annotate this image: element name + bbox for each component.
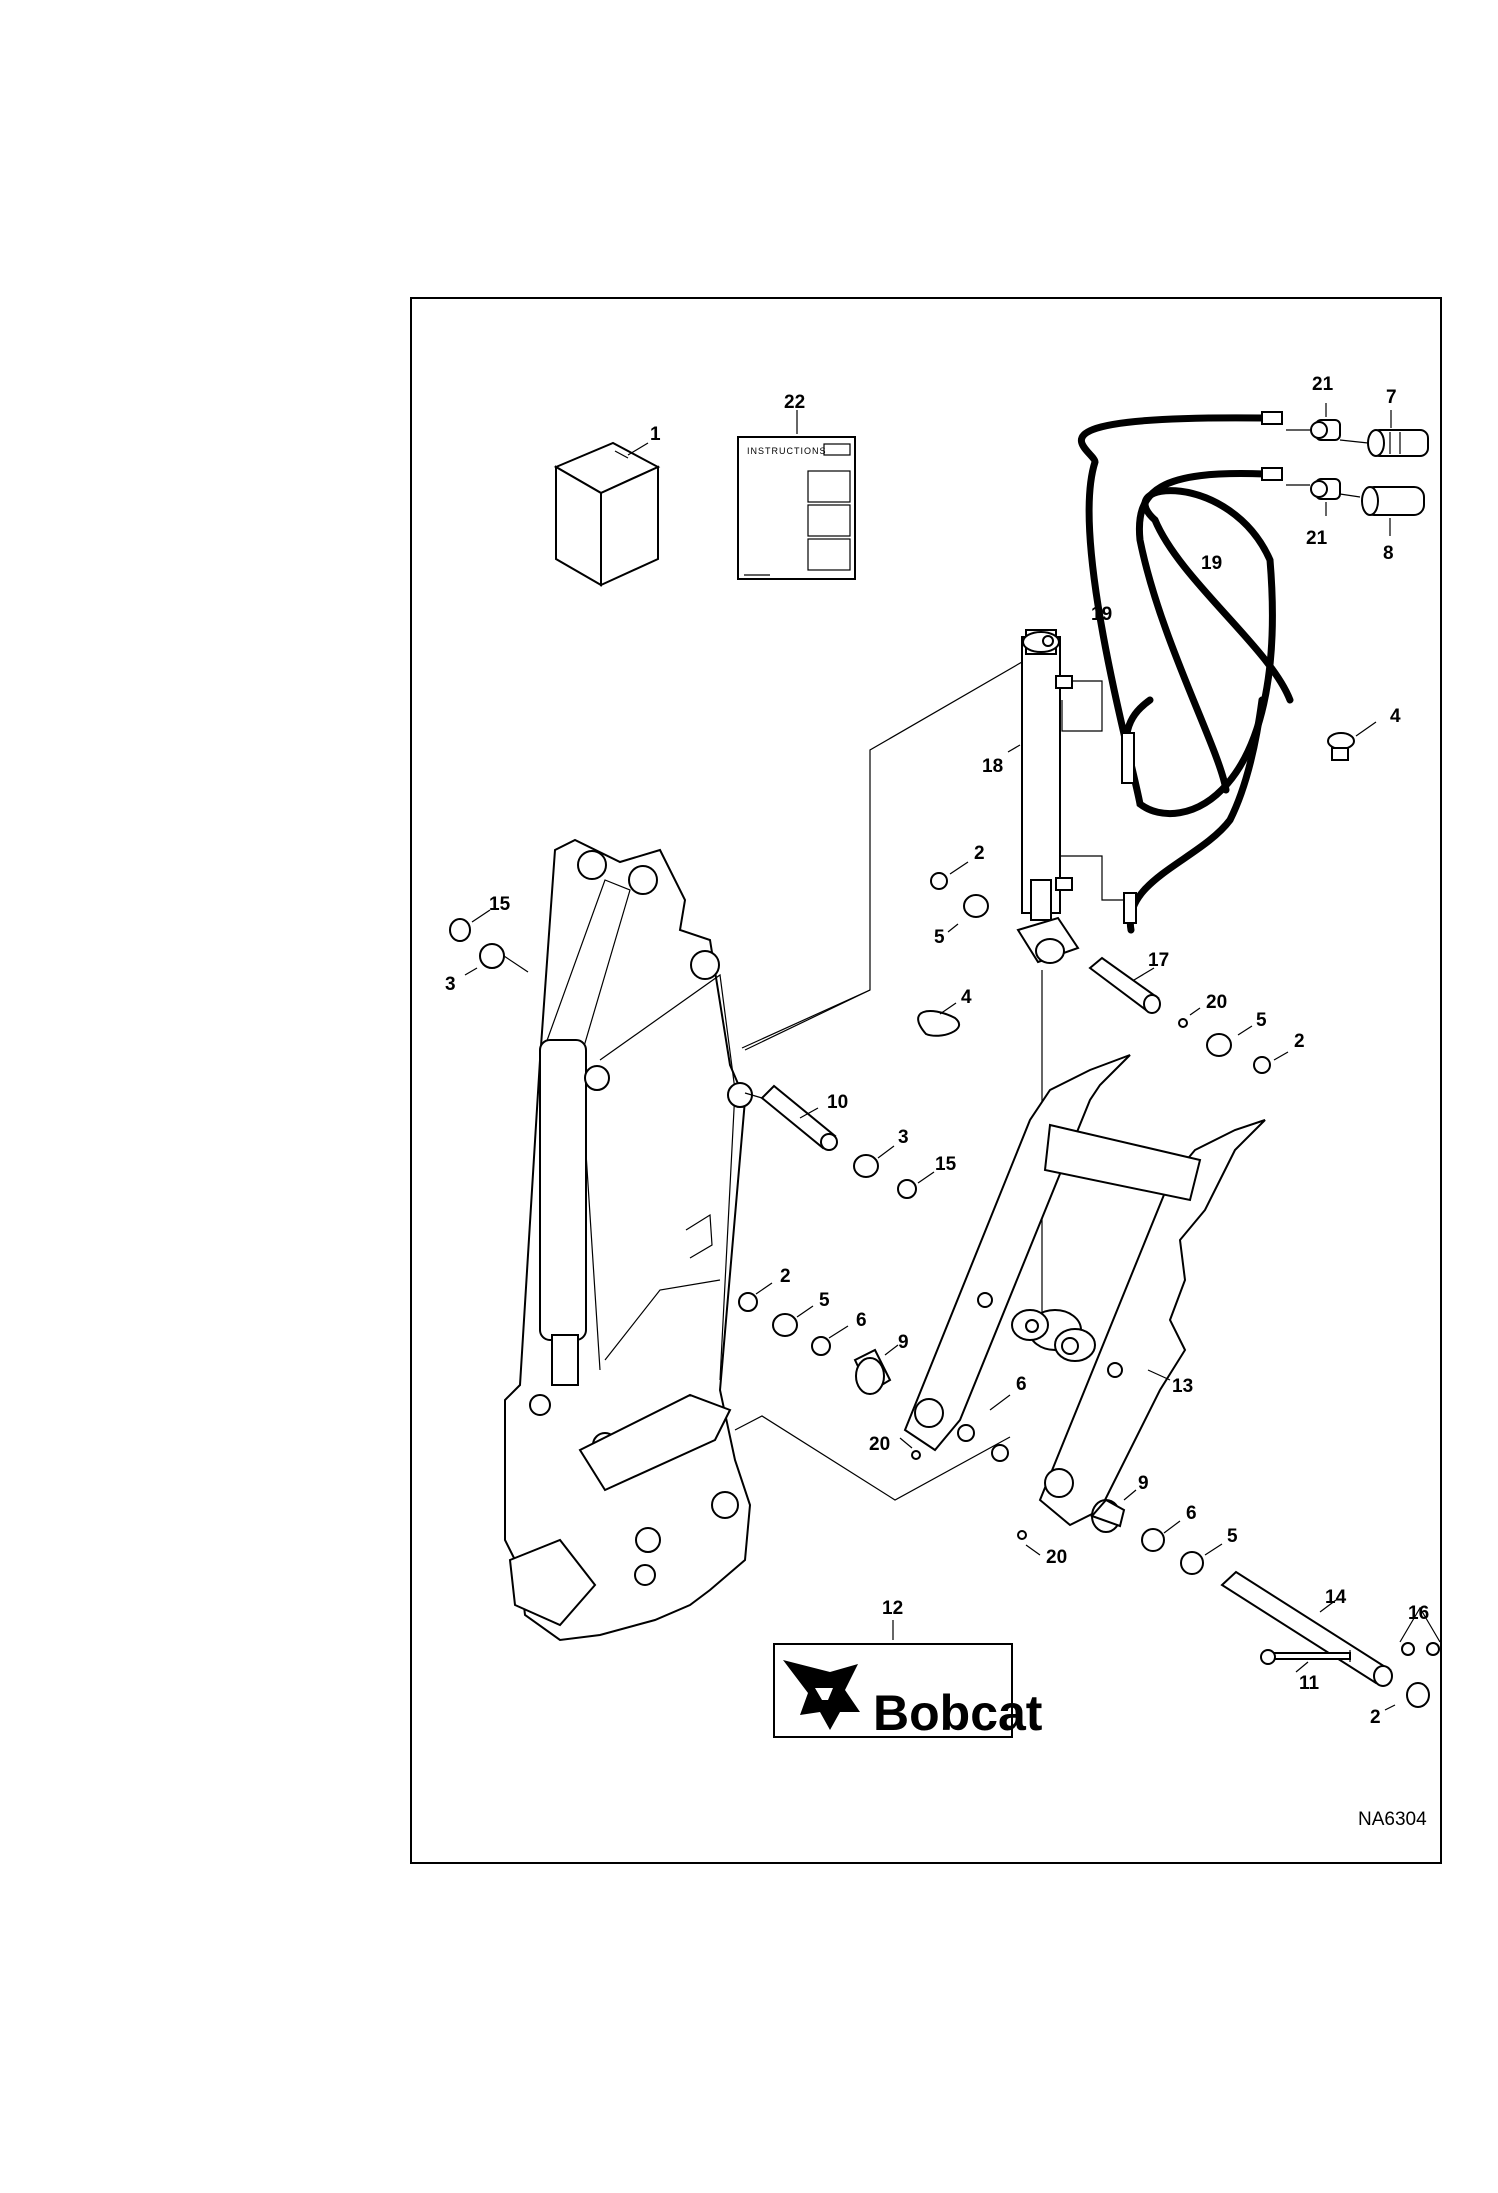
callout-20-bottom: 20 <box>1046 1547 1067 1568</box>
callout-22: 22 <box>784 392 805 413</box>
callout-5-bottom: 5 <box>1227 1526 1238 1547</box>
part-21-adapter-upper <box>1310 419 1341 441</box>
callout-6-mid: 6 <box>856 1310 867 1331</box>
part-1-box <box>553 441 661 587</box>
excavator-arm <box>504 838 753 1642</box>
callout-21-upper: 21 <box>1312 374 1334 395</box>
callout-21-lower: 21 <box>1306 528 1328 549</box>
callout-14: 14 <box>1325 1587 1347 1608</box>
bobcat-logo-text: Bobcat <box>873 1685 1043 1741</box>
callout-18: 18 <box>982 756 1003 777</box>
figure-id: NA6304 <box>1358 1809 1427 1830</box>
part-4-clip-right <box>1327 732 1355 761</box>
cylinder-rod-eye <box>1016 916 1080 964</box>
callout-6-right: 6 <box>1186 1503 1197 1524</box>
part-19-hoses <box>1078 411 1294 934</box>
part-4-clip-center <box>917 1010 961 1037</box>
callout-16: 16 <box>1408 1603 1429 1624</box>
callout-2-bottom: 2 <box>1370 1707 1381 1728</box>
callout-4-center: 4 <box>961 987 972 1008</box>
callout-15-right: 15 <box>935 1154 957 1175</box>
callout-3-left: 3 <box>445 974 456 995</box>
part-9-bushing-left <box>853 1348 892 1395</box>
part-7-coupler <box>1367 429 1429 457</box>
callout-5-mid: 5 <box>819 1290 830 1311</box>
callout-13: 13 <box>1172 1376 1193 1397</box>
part-12-bobcat-decal: Bobcat <box>773 1643 1043 1741</box>
callout-5-right: 5 <box>1256 1010 1267 1031</box>
callout-3-right: 3 <box>898 1127 909 1148</box>
callout-19-upper: 19 <box>1201 553 1222 574</box>
instructions-label: INSTRUCTIONS <box>747 446 827 456</box>
part-13-bracket <box>903 1054 1266 1527</box>
part-8-coupler <box>1361 486 1425 516</box>
part-10-pin <box>760 1084 838 1151</box>
callout-7: 7 <box>1386 387 1397 408</box>
part-21-adapter-lower <box>1310 478 1341 500</box>
figure-frame <box>410 297 1442 1864</box>
part-17-pin <box>1088 956 1161 1014</box>
callout-12: 12 <box>882 1598 903 1619</box>
part-9-bushing-right <box>1090 1498 1126 1533</box>
callout-5-top: 5 <box>934 927 945 948</box>
part-18-cylinder <box>1021 629 1073 921</box>
callout-20-mid: 20 <box>869 1434 890 1455</box>
callout-11: 11 <box>1299 1673 1320 1694</box>
callout-17: 17 <box>1148 950 1169 971</box>
part-11-bolt <box>1260 1649 1351 1665</box>
callout-2-top: 2 <box>974 843 985 864</box>
callout-1: 1 <box>650 424 661 445</box>
callout-9-mid: 9 <box>898 1332 909 1353</box>
callout-15-left: 15 <box>489 894 511 915</box>
callout-8: 8 <box>1383 543 1394 564</box>
part-14-pin <box>1220 1570 1393 1687</box>
callout-6-center: 6 <box>1016 1374 1027 1395</box>
callout-labels: 1 22 21 7 21 8 19 19 4 18 2 5 17 20 5 2 … <box>445 374 1429 1728</box>
callout-2-right: 2 <box>1294 1031 1305 1052</box>
callout-10: 10 <box>827 1092 848 1113</box>
callout-4-right: 4 <box>1390 706 1401 727</box>
callout-2-mid: 2 <box>780 1266 791 1287</box>
callout-19-lower: 19 <box>1091 604 1112 625</box>
callout-9-right: 9 <box>1138 1473 1149 1494</box>
callout-20-top: 20 <box>1206 992 1227 1013</box>
part-22-instructions: INSTRUCTIONS <box>737 436 856 580</box>
